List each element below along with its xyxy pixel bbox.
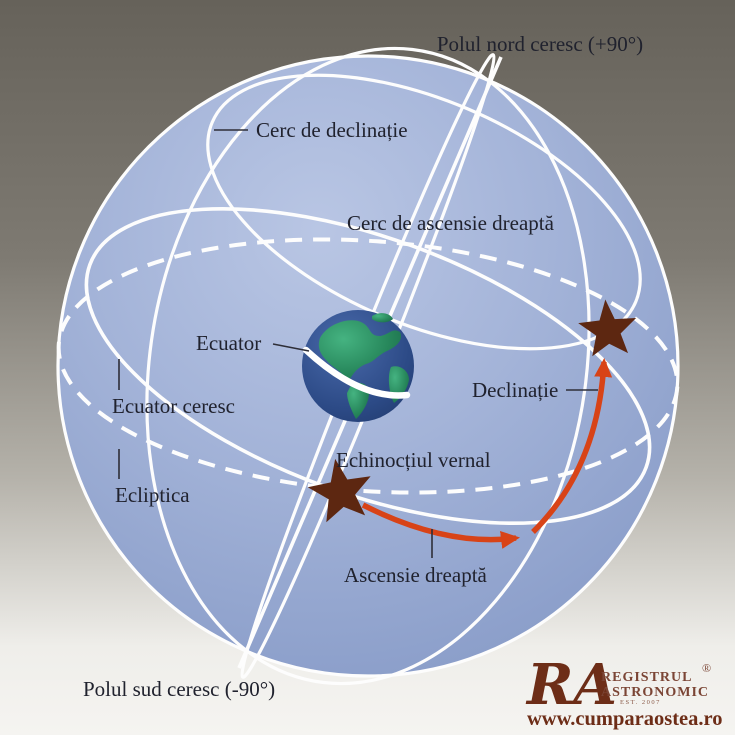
logo-line1: REGISTRUL [601, 670, 692, 685]
logo-established: EST. 2007 [620, 699, 661, 706]
ecliptic-circle [56, 237, 680, 495]
label-vernal-equinox: Echinocțiul vernal [336, 448, 491, 472]
logo-monogram: RA [525, 652, 617, 718]
earth-equator-band [302, 346, 411, 399]
logo-line2: ASTRONOMIC [601, 685, 709, 700]
label-ecliptic: Ecliptica [115, 483, 190, 507]
label-celestial-equator: Ecuator ceresc [112, 394, 235, 418]
label-declination: Declinație [472, 378, 558, 402]
registered-trademark-icon: ® [702, 661, 711, 675]
label-south-pole: Polul sud ceresc (-90°) [83, 677, 275, 701]
earth-globe [302, 310, 414, 422]
label-equator: Ecuator [196, 331, 261, 355]
right-ascension-arrow [361, 502, 520, 549]
registrul-astronomic-logo: RA REGISTRUL ASTRONOMIC ® EST. 2007 www.… [525, 652, 723, 730]
label-north-pole: Polul nord ceresc (+90°) [437, 32, 643, 56]
logo-website-url: www.cumparaostea.ro [527, 708, 723, 730]
star-marker-icon [578, 299, 637, 357]
declination-arrow [531, 358, 613, 534]
continent-greenland [372, 313, 393, 323]
label-right-ascension: Ascensie dreaptă [344, 563, 488, 587]
continent-north-america [318, 320, 402, 383]
vernal-equinox-star-icon [307, 458, 371, 523]
label-right-ascension-circle: Cerc de ascensie dreaptă [347, 211, 555, 235]
label-declination-circle: Cerc de declinație [256, 118, 408, 142]
leader-equator [272, 343, 310, 352]
